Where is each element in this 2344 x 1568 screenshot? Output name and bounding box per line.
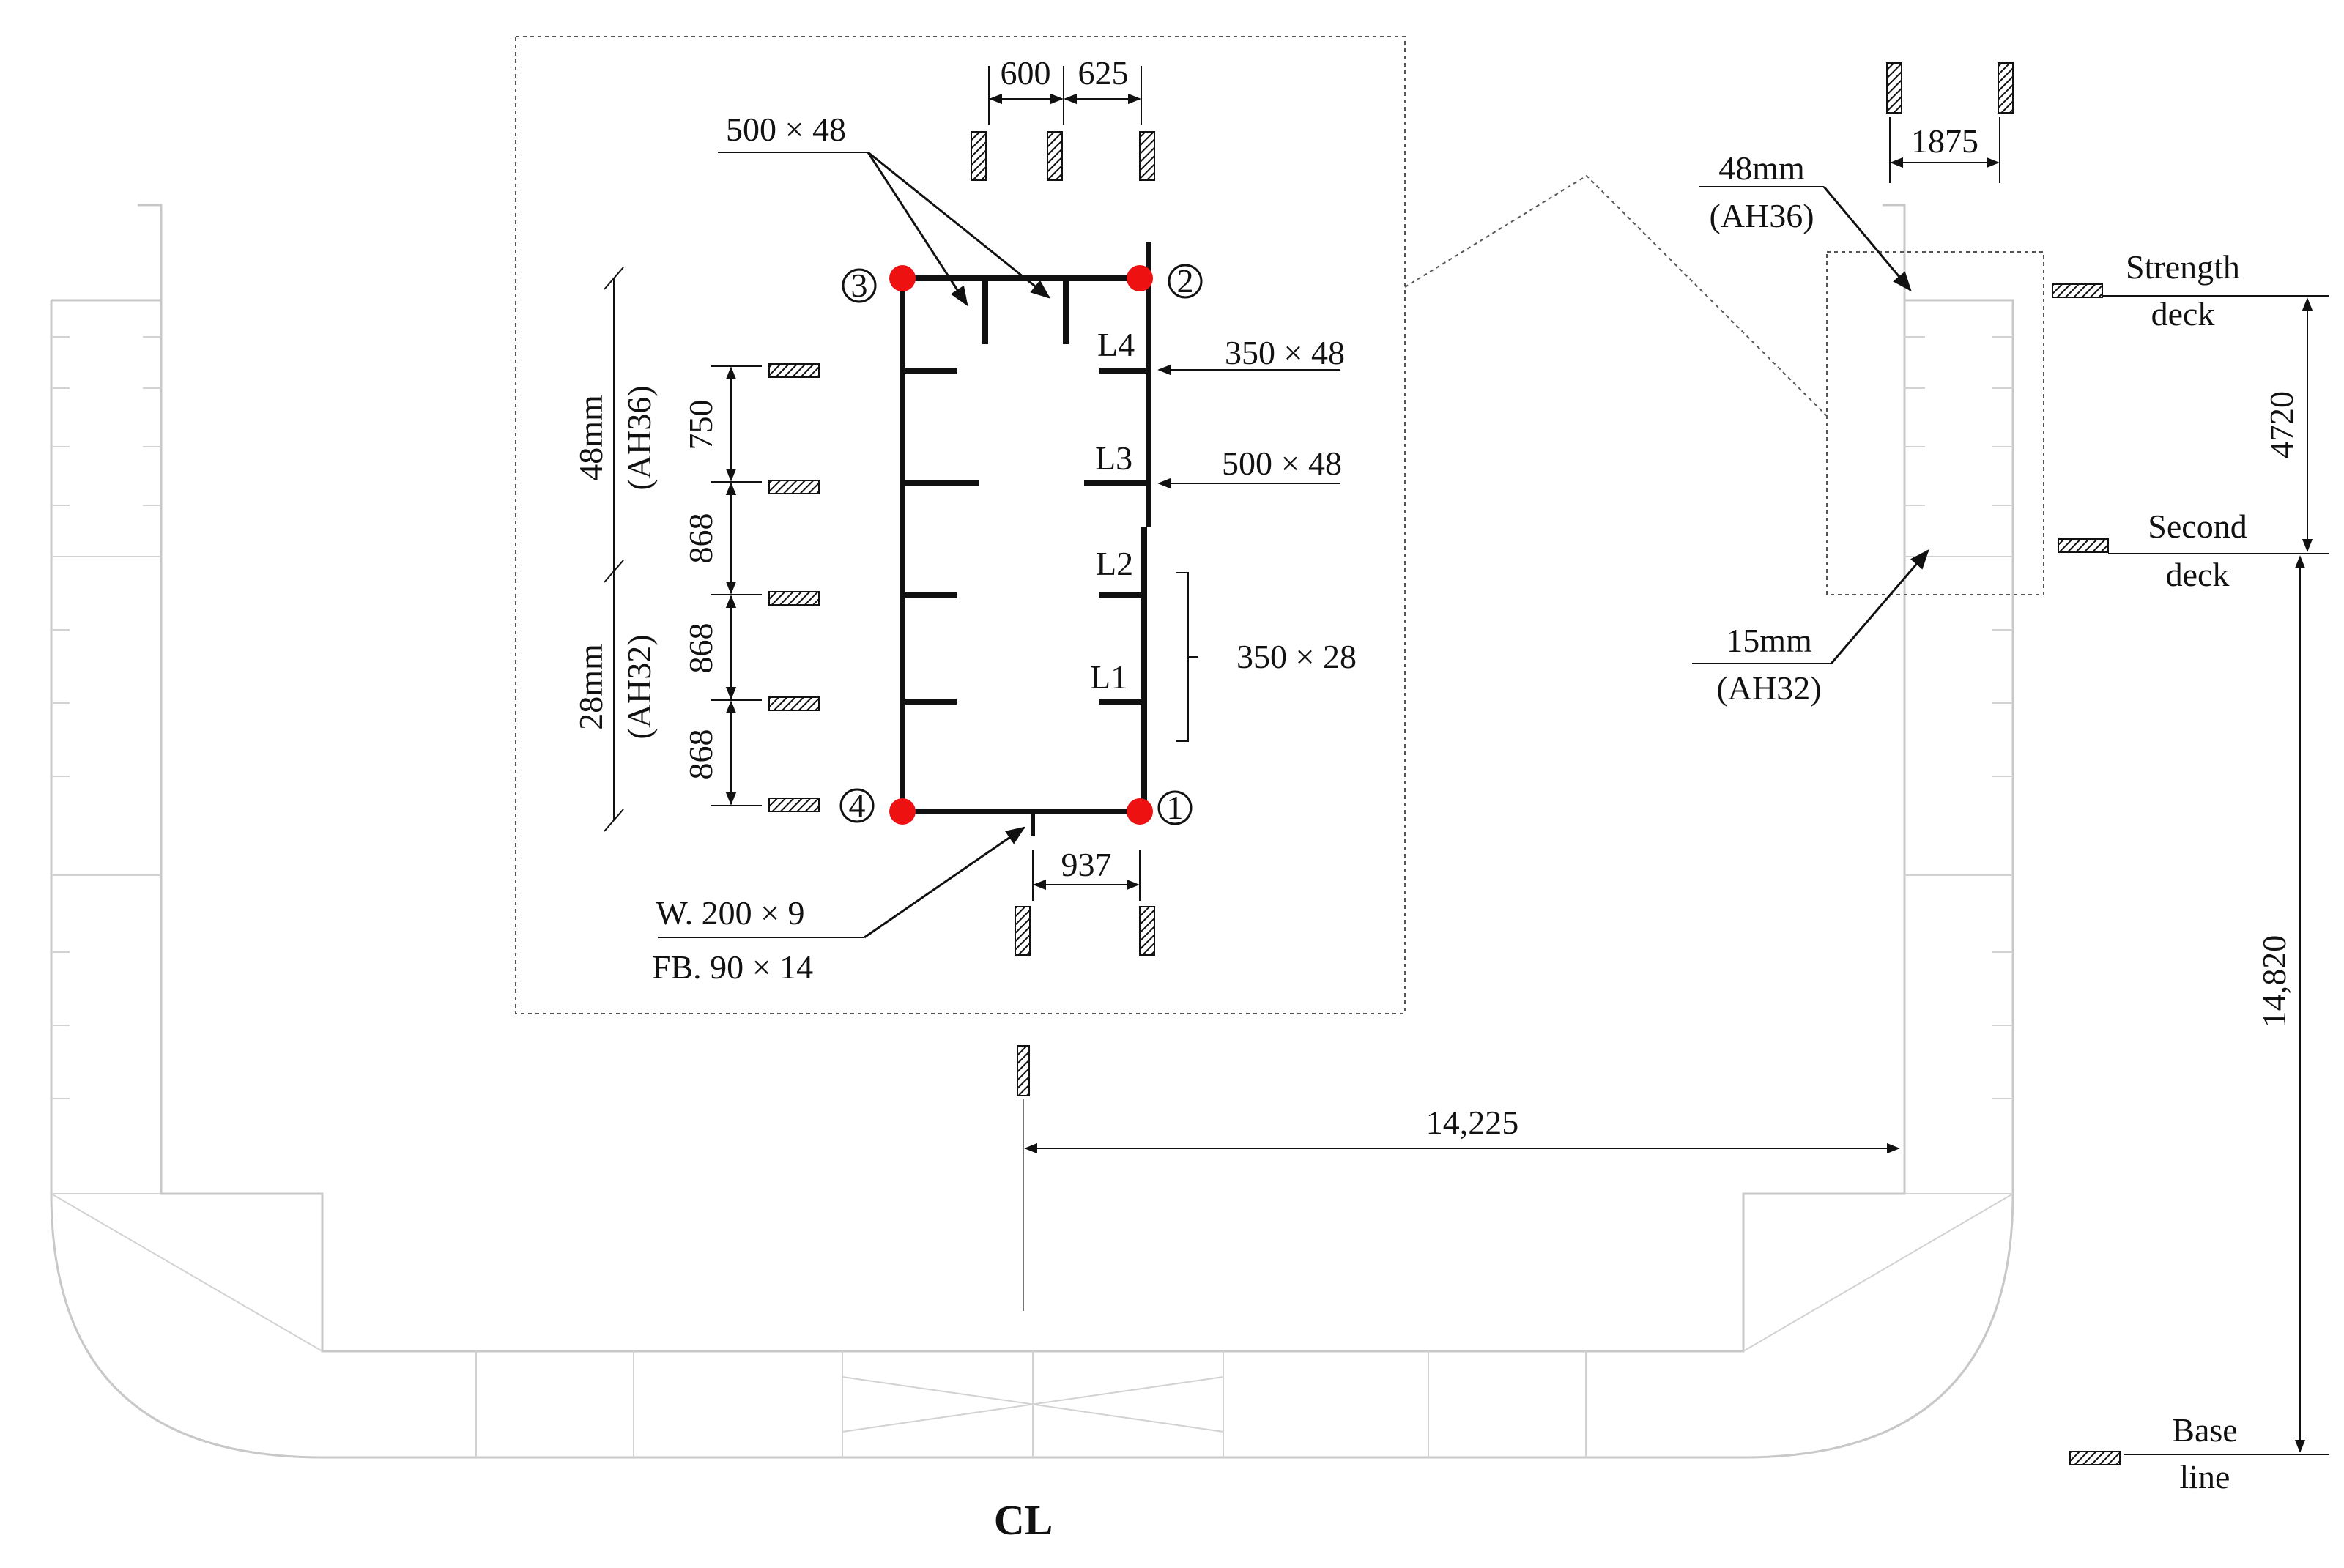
top-member-mid xyxy=(1047,131,1063,181)
flange-label: FB. 90 × 14 xyxy=(652,948,813,986)
hull-outer-left xyxy=(50,204,2014,1459)
plate-zone-lines xyxy=(604,267,624,832)
point-3-label: 3 xyxy=(851,267,868,304)
dim-600: 600 xyxy=(1001,54,1051,92)
plate-upper-grade: (AH36) xyxy=(620,385,658,490)
centerline-symbol: CL xyxy=(994,1496,1053,1544)
top-member-right xyxy=(1139,131,1155,181)
dim-937: 937 xyxy=(1061,846,1112,883)
arrow-48mm xyxy=(1822,186,1912,292)
top-right-member-left xyxy=(1886,62,1902,114)
measurement-point-1 xyxy=(1127,798,1153,825)
dim-868-a: 868 xyxy=(682,513,719,564)
dim-868-b: 868 xyxy=(682,623,719,674)
second-deck-label-2: deck xyxy=(2166,556,2230,593)
plate-lower-thickness: 28mm xyxy=(572,644,609,730)
strength-deck-label-1: Strength xyxy=(2126,248,2240,286)
arrow-500x48-a xyxy=(867,152,968,307)
base-line-label-2: line xyxy=(2180,1458,2230,1495)
callout-15mm: 15mm xyxy=(1726,622,1812,659)
web-label: W. 200 × 9 xyxy=(656,894,804,932)
dim-350x28: 350 × 28 xyxy=(1236,638,1357,675)
dim-868-c: 868 xyxy=(682,729,719,780)
point-number-circles xyxy=(839,264,1203,825)
top-member-left xyxy=(971,131,987,181)
bottom-member-left xyxy=(1015,906,1031,956)
point-2-label: 2 xyxy=(1177,262,1194,300)
dim-750: 750 xyxy=(682,400,719,450)
dim-500x48-side: 500 × 48 xyxy=(1222,445,1342,482)
dim-14820: 14,820 xyxy=(2255,935,2293,1028)
dim-1875: 1875 xyxy=(1911,122,1978,160)
point-4-label: 4 xyxy=(849,787,866,824)
side-frame-ticks xyxy=(51,336,2013,1099)
measurement-point-2 xyxy=(1127,265,1153,291)
double-bottom-floors xyxy=(51,1193,2014,1457)
stiffener-l2-label: L2 xyxy=(1096,545,1133,582)
stiffener-l1-label: L1 xyxy=(1090,658,1127,696)
callout-ah32: (AH32) xyxy=(1716,669,1821,707)
measurement-point-4 xyxy=(889,798,916,825)
measurement-point-3 xyxy=(889,265,916,291)
detail-zoom-box xyxy=(1826,251,2044,595)
arrow-web-flange xyxy=(864,826,1026,939)
top-dimension-lines xyxy=(988,66,1142,125)
base-line-marker xyxy=(2069,1451,2121,1465)
point-1-label: 1 xyxy=(1167,789,1184,826)
second-deck-marker xyxy=(2058,538,2109,553)
dim-4720: 4720 xyxy=(2263,391,2300,458)
left-dimension-lines xyxy=(711,365,762,806)
bottom-dimension-lines xyxy=(1032,850,1141,901)
detail-leader-line xyxy=(1404,174,1828,417)
stiffener-l3-label: L3 xyxy=(1095,439,1132,477)
arrow-500x48-b xyxy=(867,151,1051,299)
box-girder xyxy=(900,242,1151,836)
dim-1875-lines xyxy=(1889,117,2000,183)
dim-14225: 14,225 xyxy=(1426,1104,1519,1141)
left-level-markers xyxy=(768,363,820,812)
detail-box: 1 2 3 4 L4 L3 L2 L1 600 625 500 × 48 350… xyxy=(515,36,1828,1014)
base-line-label-1: Base xyxy=(2172,1411,2237,1449)
bracket-350x28 xyxy=(1176,572,1198,742)
strength-deck-marker xyxy=(2052,283,2103,298)
callout-ah36: (AH36) xyxy=(1709,197,1814,234)
top-right-member-right xyxy=(1998,62,2014,114)
detail-box-frame xyxy=(515,36,1406,1014)
arrow-15mm xyxy=(1830,549,1929,664)
hull-section xyxy=(50,204,2014,1459)
dim-350x48: 350 × 48 xyxy=(1225,334,1345,371)
bottom-member-right xyxy=(1139,906,1155,956)
second-deck-label-1: Second xyxy=(2148,508,2247,545)
centerline-marker xyxy=(1017,1045,1030,1096)
dim-500x48-top: 500 × 48 xyxy=(726,111,846,148)
strength-deck-label-2: deck xyxy=(2151,295,2215,332)
plate-upper-thickness: 48mm xyxy=(572,395,609,481)
stiffener-l4-label: L4 xyxy=(1097,326,1135,363)
callout-48mm: 48mm xyxy=(1718,149,1805,187)
dim-625: 625 xyxy=(1078,54,1129,92)
plate-lower-grade: (AH32) xyxy=(620,634,658,739)
